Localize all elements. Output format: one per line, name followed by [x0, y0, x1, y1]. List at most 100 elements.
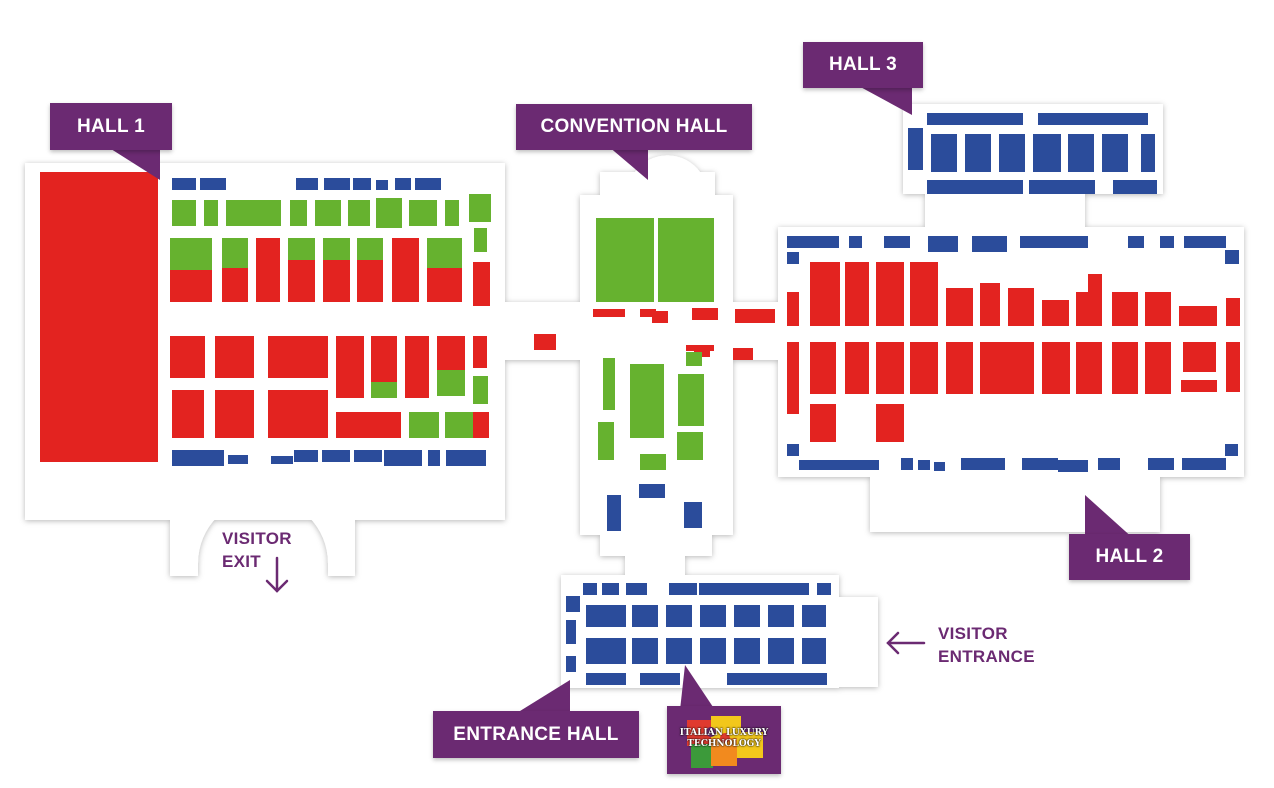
booth	[787, 236, 839, 248]
booth	[733, 348, 753, 360]
booth	[474, 228, 487, 252]
booth	[473, 262, 490, 306]
booth	[699, 583, 809, 595]
booth	[222, 268, 248, 302]
booth	[1033, 134, 1061, 172]
booth	[980, 283, 1000, 326]
booth	[735, 309, 763, 323]
visitor-entrance-line2: ENTRANCE	[938, 647, 1035, 666]
booth	[172, 200, 196, 226]
booth	[787, 292, 799, 326]
booth	[602, 583, 619, 595]
booth	[849, 236, 862, 248]
booths	[40, 113, 1240, 685]
booth	[322, 450, 350, 462]
booth	[630, 364, 664, 438]
booth	[204, 200, 218, 226]
booth	[632, 605, 658, 627]
booth	[170, 336, 205, 378]
booth	[586, 605, 626, 627]
hall-3-label: HALL 3	[803, 42, 923, 88]
booth	[1076, 292, 1102, 326]
booth	[1145, 342, 1171, 394]
booth	[395, 178, 411, 190]
visitor-exit-line2: EXIT	[222, 552, 261, 571]
booth	[256, 238, 280, 302]
booth	[810, 342, 836, 394]
visitor-exit-line1: VISITOR	[222, 529, 292, 548]
booth	[678, 374, 704, 426]
booth	[1148, 458, 1174, 470]
visitor-exit-alcove	[170, 498, 355, 576]
booth	[603, 358, 615, 410]
booth	[294, 450, 318, 462]
booth	[965, 134, 991, 172]
booth	[1145, 292, 1171, 326]
booth	[1008, 342, 1034, 394]
booth	[445, 412, 474, 438]
booth	[686, 345, 714, 351]
booth	[1038, 113, 1148, 125]
booth	[315, 200, 341, 226]
arrow-down-icon	[265, 556, 289, 593]
booth	[1008, 288, 1034, 326]
booth	[357, 238, 383, 260]
booth	[596, 218, 654, 302]
booth	[586, 673, 626, 685]
booth	[817, 583, 831, 595]
booth	[290, 200, 307, 226]
booth	[1179, 306, 1217, 326]
booth	[927, 113, 1023, 125]
booth	[607, 495, 621, 531]
booth	[1029, 180, 1095, 194]
convention-hall-label: CONVENTION HALL	[516, 104, 752, 150]
booth	[376, 198, 402, 228]
booth	[787, 444, 799, 456]
booth	[405, 336, 429, 398]
booth	[980, 342, 1008, 394]
booth	[268, 336, 328, 378]
booth	[1088, 274, 1102, 294]
booth	[1182, 458, 1226, 470]
booth	[336, 412, 401, 438]
booth	[700, 638, 726, 664]
hall-2-annex	[870, 460, 1160, 532]
entrance-hall-label: ENTRANCE HALL	[433, 711, 639, 758]
booth	[876, 262, 904, 326]
booth	[999, 134, 1025, 172]
booth	[323, 260, 350, 302]
booth	[1226, 298, 1240, 326]
booth	[172, 450, 224, 466]
booth	[228, 455, 248, 464]
booth	[566, 620, 576, 644]
booth	[296, 178, 318, 190]
booth	[626, 583, 647, 595]
booth	[473, 376, 488, 404]
booth	[336, 336, 364, 398]
booth	[734, 605, 760, 627]
booth	[271, 456, 293, 464]
booth	[845, 262, 869, 326]
booth	[734, 638, 760, 664]
booth	[931, 134, 957, 172]
booth	[437, 370, 465, 396]
booth	[172, 178, 196, 190]
booth	[934, 462, 945, 471]
booth	[437, 336, 465, 370]
booth	[810, 404, 836, 442]
booth	[1225, 250, 1239, 264]
booth	[409, 412, 439, 438]
booth	[639, 484, 665, 498]
booth	[473, 336, 487, 368]
booth	[928, 236, 958, 252]
booth	[376, 180, 388, 190]
booth	[768, 605, 794, 627]
booth	[40, 172, 158, 462]
logo-line2: TECHNOLOGY	[687, 739, 761, 749]
booth	[692, 308, 718, 320]
booth	[946, 342, 973, 394]
booth	[469, 194, 491, 222]
booth	[392, 238, 419, 302]
booth	[884, 236, 910, 248]
callout-pointers	[100, 84, 1135, 711]
